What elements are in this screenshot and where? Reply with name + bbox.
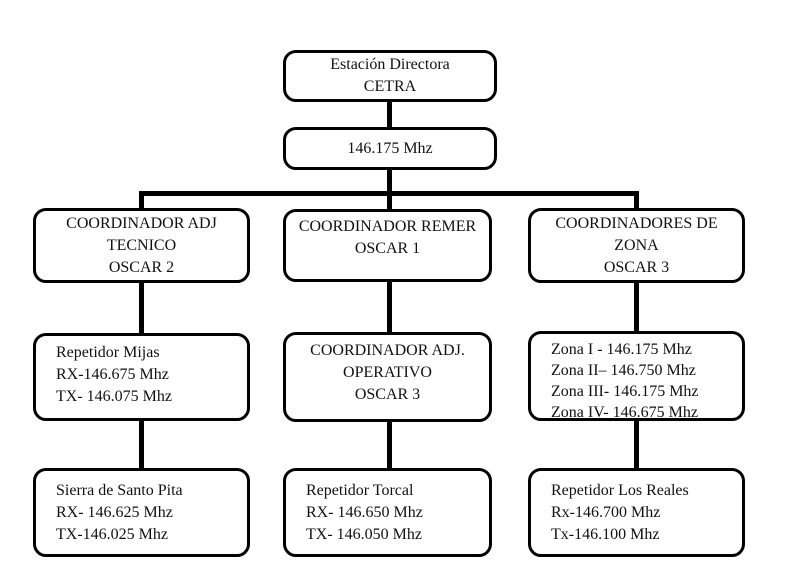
node-text-line: OPERATIVO: [343, 364, 432, 381]
node-text-line: Zona IV- 146.675 Mhz: [551, 404, 698, 421]
node-text-line: Estación Directora: [330, 56, 450, 73]
node-text-line: Zona I - 146.175 Mhz: [551, 341, 692, 358]
connector-zona-zonas: [634, 281, 639, 334]
node-text-line: Zona II– 146.750 Mhz: [551, 362, 696, 379]
node-estacion-directora: Estación Directora CETRA: [283, 50, 497, 102]
node-text-line: COORDINADOR REMER: [298, 218, 477, 235]
connector-zonas-losreales: [634, 419, 639, 471]
node-text-line: OSCAR 1: [354, 240, 421, 257]
node-text-line: Tx-146.100 Mhz: [551, 526, 660, 543]
node-text-line: ZONA: [614, 236, 659, 254]
connector-operativo-torcal: [387, 420, 392, 471]
node-repetidor-los-reales: Repetidor Los Reales Rx-146.700 Mhz Tx-1…: [528, 468, 745, 557]
node-text-line: Repetidor Los Reales: [551, 482, 689, 499]
node-frecuencia: 146.175 Mhz: [283, 127, 497, 170]
node-text-line: 146.175 Mhz: [347, 139, 433, 157]
node-text-line: OSCAR 2: [108, 258, 175, 276]
connector-bus-coord-zona: [634, 193, 639, 211]
node-zonas-frecuencias: Zona I - 146.175 Mhz Zona II– 146.750 Mh…: [528, 331, 745, 421]
node-repetidor-torcal: Repetidor Torcal RX- 146.650 Mhz TX- 146…: [283, 468, 492, 557]
node-coordinador-adj-tecnico: COORDINADOR ADJ TECNICO OSCAR 2: [33, 208, 250, 283]
node-text-line: COORDINADORES DE: [555, 214, 718, 232]
node-text-line: CETRA: [363, 78, 417, 95]
connector-tecnico-mijas: [139, 281, 144, 336]
node-coordinador-remer: COORDINADOR REMER OSCAR 1: [283, 209, 492, 282]
node-text-line: OSCAR 3: [354, 386, 421, 403]
node-text-line: COORDINADOR ADJ: [66, 214, 217, 232]
node-text-line: Repetidor Torcal: [306, 482, 414, 499]
connector-mijas-sierra: [139, 419, 144, 471]
node-sierra-de-santo-pita: Sierra de Santo Pita RX- 146.625 Mhz TX-…: [33, 468, 250, 557]
node-coordinadores-de-zona: COORDINADORES DE ZONA OSCAR 3: [528, 208, 745, 283]
node-text-line: TECNICO: [106, 236, 177, 254]
node-text-line: RX- 146.625 Mhz: [56, 504, 173, 521]
node-text-line: RX-146.675 Mhz: [56, 366, 169, 383]
node-text-line: OSCAR 3: [603, 258, 670, 276]
node-text-line: TX-146.025 Mhz: [56, 526, 168, 543]
node-text-line: TX- 146.050 Mhz: [306, 526, 422, 543]
connector-frequency-bus: [387, 168, 392, 210]
connector-root-frequency: [387, 100, 392, 130]
node-text-line: Repetidor Mijas: [56, 344, 160, 361]
connector-horizontal-bus: [139, 191, 639, 196]
node-text-line: Zona III- 146.175 Mhz: [551, 383, 699, 400]
node-coordinador-adj-operativo: COORDINADOR ADJ. OPERATIVO OSCAR 3: [283, 332, 492, 422]
node-repetidor-mijas: Repetidor Mijas RX-146.675 Mhz TX- 146.0…: [33, 333, 250, 421]
connector-remer-operativo: [387, 280, 392, 335]
node-text-line: COORDINADOR ADJ.: [310, 342, 465, 359]
node-text-line: RX- 146.650 Mhz: [306, 504, 423, 521]
connector-bus-coord-tecnico: [139, 193, 144, 211]
node-text-line: TX- 146.075 Mhz: [56, 388, 172, 405]
node-text-line: Rx-146.700 Mhz: [551, 504, 661, 521]
node-text-line: Sierra de Santo Pita: [56, 482, 183, 499]
